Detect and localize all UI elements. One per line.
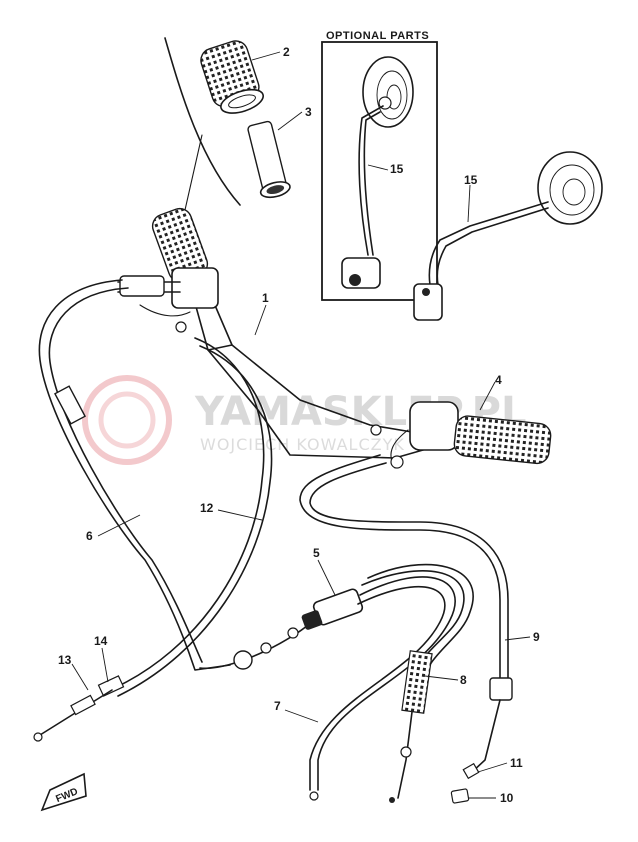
optional-parts-box: OPTIONAL PARTS xyxy=(321,30,438,301)
handlebar-part-1 xyxy=(189,281,431,459)
throttle-tube-part-3 xyxy=(247,120,291,199)
left-grip-assembly xyxy=(117,207,219,333)
grip-detail xyxy=(164,37,291,235)
watermark-owner: WOJCIECH KOWALCZYK xyxy=(200,435,405,454)
cable-junction-part-5 xyxy=(199,588,364,670)
cable-end-part-13 xyxy=(33,689,113,742)
mirror-part-15-boxed xyxy=(341,56,414,289)
callout-14: 14 xyxy=(94,634,108,648)
cable-part-12 xyxy=(109,337,273,697)
callout-5: 5 xyxy=(313,546,320,560)
callout-leaders xyxy=(71,51,531,799)
optional-parts-heading: OPTIONAL PARTS xyxy=(326,30,429,42)
callout-4: 4 xyxy=(495,373,502,387)
watermark-logo xyxy=(82,375,172,465)
callout-8: 8 xyxy=(460,673,467,687)
callout-15-boxed: 15 xyxy=(390,162,404,176)
callout-13: 13 xyxy=(58,653,72,667)
callout-11: 11 xyxy=(510,756,523,770)
mirror-part-15 xyxy=(413,151,603,321)
throttle-cable-part-7 xyxy=(309,576,456,801)
callout-1: 1 xyxy=(262,291,269,305)
callout-2: 2 xyxy=(283,45,290,59)
callout-3: 3 xyxy=(305,105,312,119)
callout-6: 6 xyxy=(86,529,93,543)
bolt-part-11 xyxy=(462,762,480,780)
clutch-cable-part-6 xyxy=(38,279,231,671)
grip-part-2 xyxy=(200,40,264,114)
adjuster-part-14 xyxy=(97,675,125,697)
callout-labels: 1 2 3 4 5 6 7 8 9 10 11 12 13 14 15 15 xyxy=(58,45,540,805)
right-grip-part-4 xyxy=(370,401,552,469)
callout-9: 9 xyxy=(533,630,540,644)
callout-10: 10 xyxy=(500,791,514,805)
throttle-cable-part-8 xyxy=(361,563,474,803)
callout-7: 7 xyxy=(274,699,281,713)
callout-15: 15 xyxy=(464,173,478,187)
callout-12: 12 xyxy=(200,501,214,515)
forward-direction-tag: FWD xyxy=(40,772,87,812)
nut-part-10 xyxy=(450,788,470,804)
